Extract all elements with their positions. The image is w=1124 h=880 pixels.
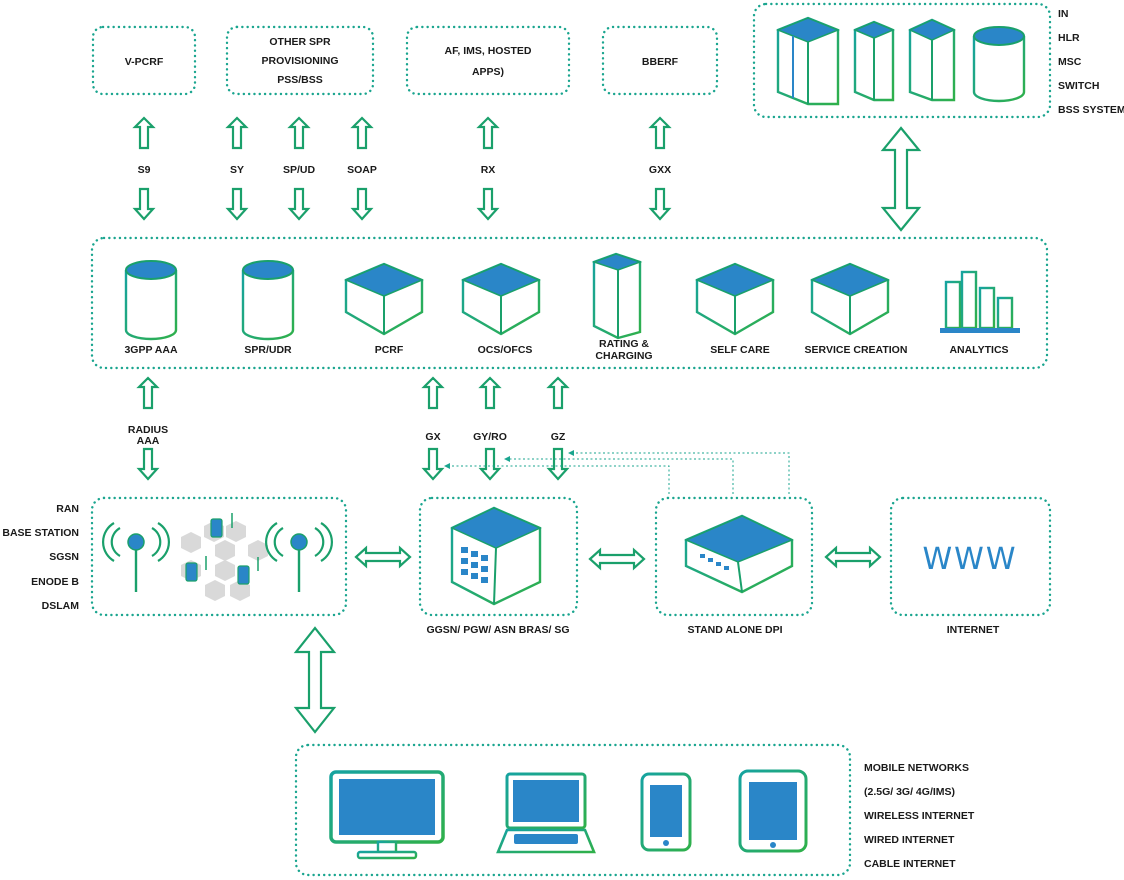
- gx-label: GX: [425, 431, 440, 443]
- legacy-systems-box: [752, 2, 1052, 119]
- desktop-monitor-icon: [329, 770, 445, 860]
- ggsn-box: [418, 496, 579, 617]
- laptop-icon: [496, 772, 596, 854]
- server-icon-3: [908, 18, 956, 102]
- gyro-label: GY/RO: [473, 431, 507, 443]
- dpi-appliance-icon: [684, 514, 794, 594]
- service-label: SERVICE CREATION: [805, 344, 908, 356]
- selfcare-label: SELF CARE: [710, 344, 770, 356]
- other-spr-line-1: OTHER SPR: [269, 36, 331, 48]
- legacy-item-hlr: HLR: [1058, 32, 1080, 44]
- gxx-label: GXX: [649, 164, 671, 176]
- legacy-item-bss: BSS SYSTEM: [1058, 104, 1124, 116]
- dpi-label: STAND ALONE DPI: [687, 624, 782, 636]
- rx-label: RX: [481, 164, 496, 176]
- dpi-box: [654, 496, 814, 617]
- legacy-item-msc: MSC: [1058, 56, 1082, 68]
- antenna-icon-left: [101, 522, 171, 592]
- internet-box: [889, 496, 1052, 617]
- network-item-wireless: WIRELESS INTERNET: [864, 810, 975, 822]
- spr-label: SPR/UDR: [244, 344, 292, 356]
- server-icon-1: [775, 16, 841, 106]
- vpcrf-box: [91, 25, 197, 96]
- ocs-box-icon: [461, 262, 541, 336]
- network-item-mobile: MOBILE NETWORKS: [864, 762, 969, 774]
- antenna-icon-right: [264, 522, 334, 592]
- legacy-item-switch: SWITCH: [1058, 80, 1099, 92]
- rating-line-2: CHARGING: [595, 350, 652, 362]
- rating-line-1: RATING &: [599, 338, 649, 350]
- tablet-icon: [738, 769, 808, 853]
- sy-label: SY: [230, 164, 244, 176]
- aaa-cylinder-icon: [124, 260, 178, 341]
- network-item-wired: WIRED INTERNET: [864, 834, 955, 846]
- access-ggsn-arrow: [354, 545, 412, 569]
- s9-label: S9: [138, 164, 151, 176]
- spud-label: SP/UD: [283, 164, 316, 176]
- other-spr-box: [225, 25, 375, 96]
- analytics-bar-icon: [940, 270, 1020, 333]
- network-item-generations: (2.5G/ 3G/ 4G/IMS): [864, 786, 955, 798]
- cellular-hex-cluster-icon: [181, 513, 268, 601]
- analytics-label: ANALYTICS: [949, 344, 1008, 356]
- gx-arrow: [422, 376, 444, 481]
- legacy-core-arrow: [880, 126, 922, 232]
- gz-label: GZ: [551, 431, 566, 443]
- smartphone-icon: [640, 772, 692, 852]
- access-item-ran: RAN: [56, 503, 79, 515]
- vpcrf-label: V-PCRF: [125, 56, 164, 68]
- access-devices-arrow: [293, 626, 337, 734]
- network-item-cable: CABLE INTERNET: [864, 858, 956, 870]
- www-text: WWW: [923, 542, 1018, 577]
- legacy-item-in: IN: [1058, 8, 1069, 20]
- spr-cylinder-icon: [241, 260, 295, 341]
- pcrf-box-icon: [344, 262, 424, 336]
- devices-box: [294, 743, 852, 877]
- access-item-base-station: BASE STATION: [2, 527, 79, 539]
- af-ims-line-1: AF, IMS, HOSTED: [445, 45, 532, 57]
- access-item-sgsn: SGSN: [49, 551, 79, 563]
- soap-label: SOAP: [347, 164, 377, 176]
- access-item-enodeb: ENODE B: [31, 576, 79, 588]
- database-icon: [972, 26, 1026, 103]
- rating-tower-icon: [591, 252, 643, 340]
- ggsn-building-icon: [450, 506, 542, 606]
- core-box: [90, 236, 1049, 370]
- service-box-icon: [810, 262, 890, 336]
- dpi-dotted-connectors: [444, 450, 790, 494]
- pcrf-label: PCRF: [375, 344, 404, 356]
- ocs-label: OCS/OFCS: [478, 344, 533, 356]
- bberf-box: [601, 25, 719, 96]
- gz-arrow: [547, 376, 569, 481]
- radius-line-2: AAA: [137, 435, 160, 447]
- server-icon-2: [853, 20, 895, 102]
- ggsn-label: GGSN/ PGW/ ASN BRAS/ SG: [426, 624, 569, 636]
- ggsn-dpi-arrow: [588, 547, 646, 571]
- selfcare-box-icon: [695, 262, 775, 336]
- aaa-label: 3GPP AAA: [124, 344, 178, 356]
- radius-line-1: RADIUS: [128, 424, 168, 436]
- other-spr-line-2: PROVISIONING: [261, 55, 338, 67]
- access-item-dslam: DSLAM: [42, 600, 80, 612]
- af-ims-line-2: APPS): [472, 66, 504, 78]
- other-spr-line-3: PSS/BSS: [277, 74, 323, 86]
- dpi-internet-arrow: [824, 545, 882, 569]
- bberf-label: BBERF: [642, 56, 679, 68]
- internet-label: INTERNET: [947, 624, 1000, 636]
- gyro-arrow: [479, 376, 501, 481]
- af-ims-box: [405, 25, 571, 96]
